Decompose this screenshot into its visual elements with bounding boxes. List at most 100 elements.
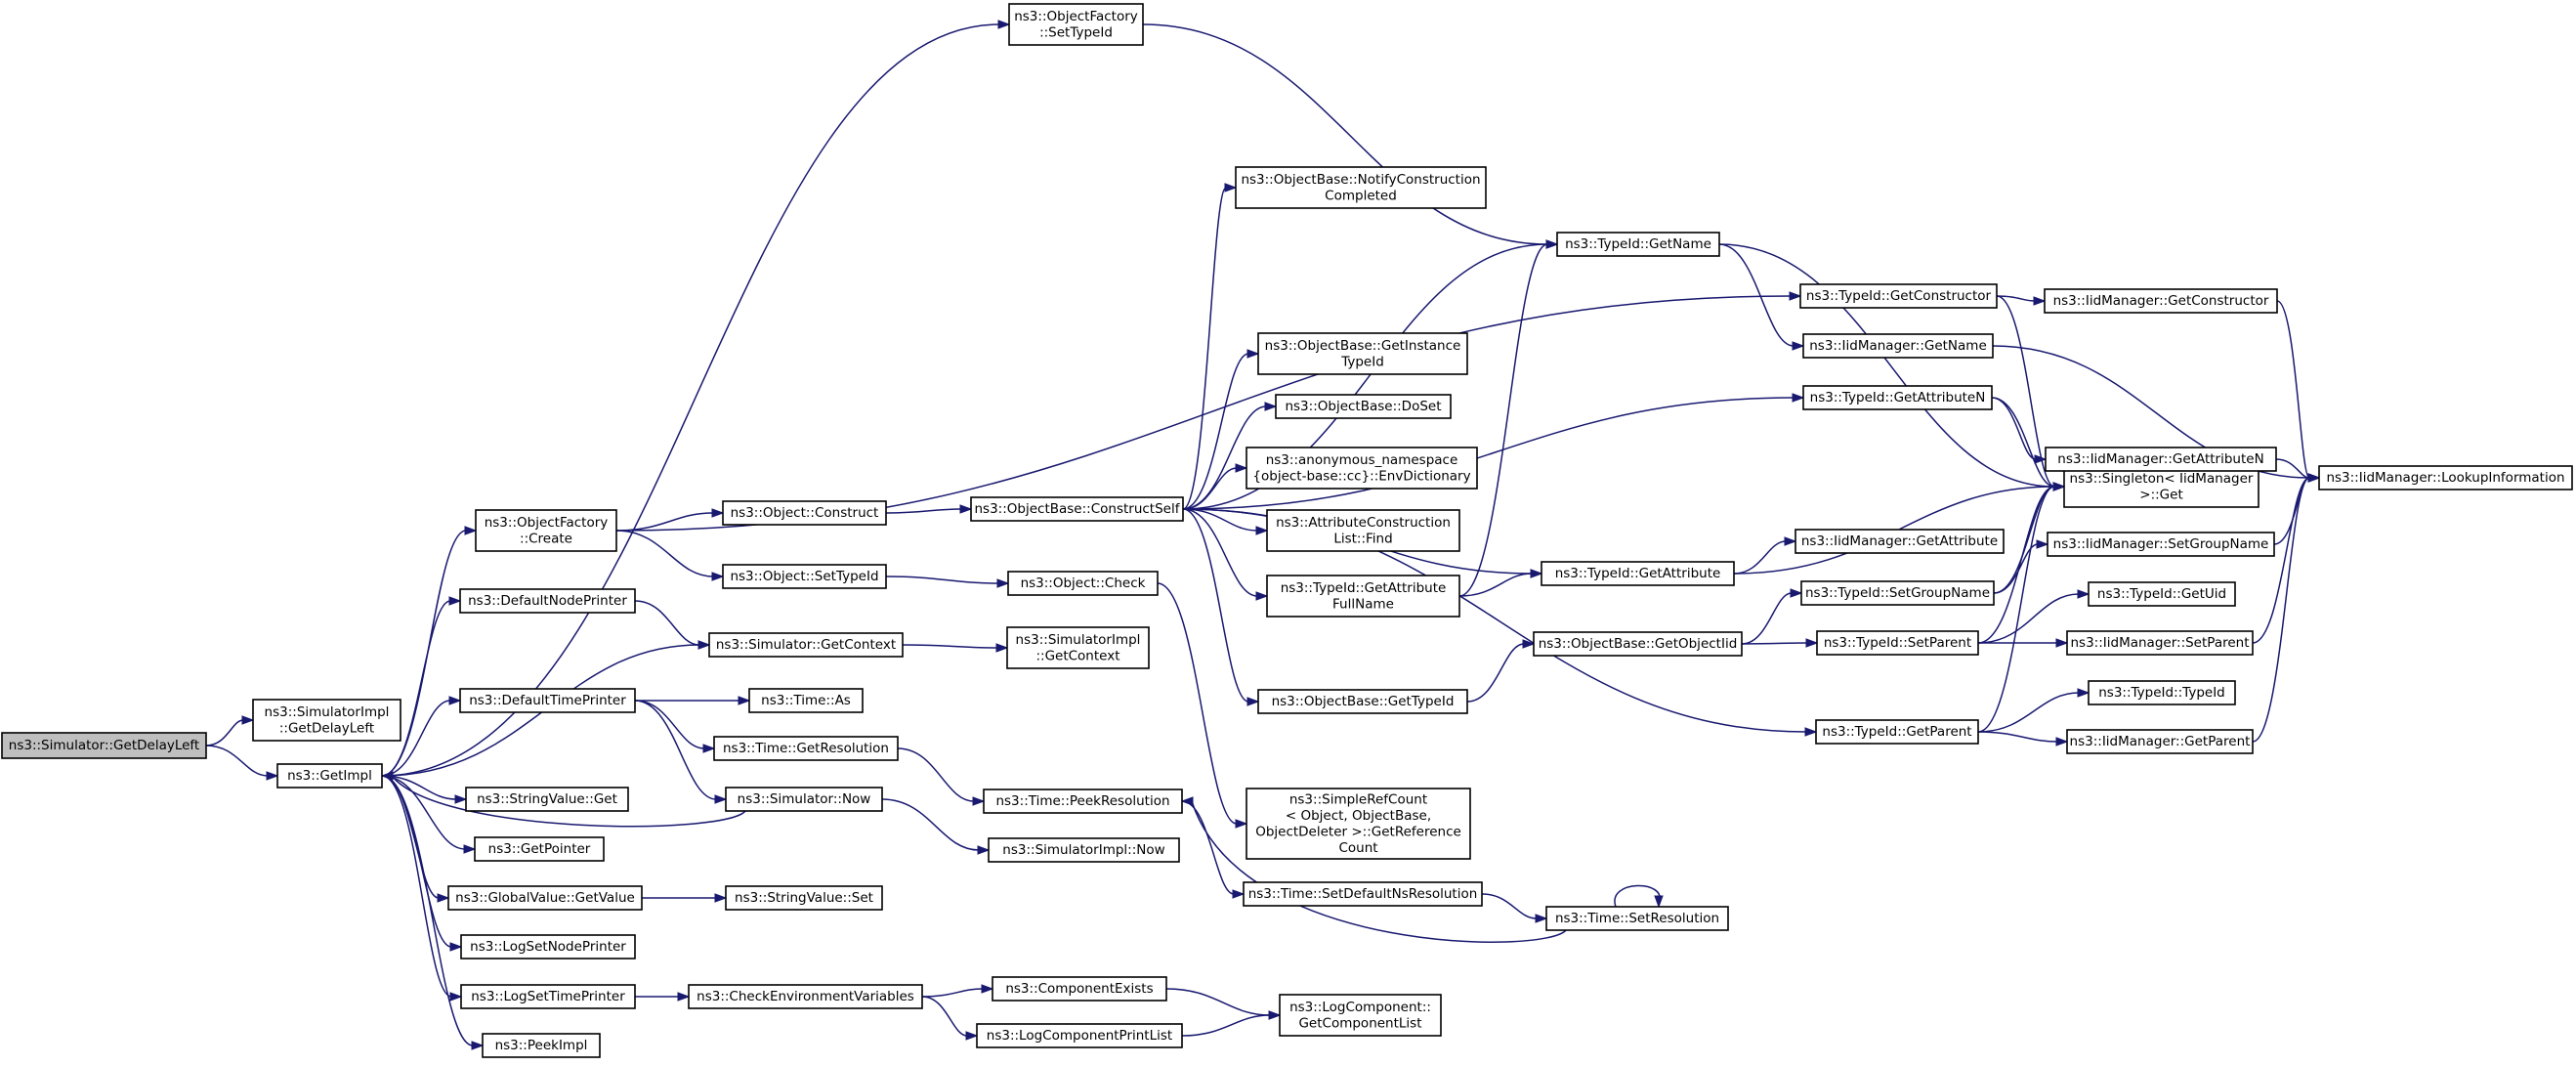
edge-getdelayleft-to-simimpl-getdelayleft [205,719,244,746]
edge-getimpl-to-stringvalue-get-arrow [454,794,468,804]
node-of-create[interactable]: ns3::ObjectFactory::Create [475,509,617,552]
node-simimpl-getcontext[interactable]: ns3::SimulatorImpl::GetContext [1006,626,1150,669]
edge-ob-getobjectiid-to-typeid-setparent [1741,642,1808,645]
node-getdelayleft[interactable]: ns3::Simulator::GetDelayLeft [1,732,207,759]
node-simimpl-now[interactable]: ns3::SimulatorImpl::Now [988,837,1180,863]
edge-ob-constructself-to-typeid-getname [1182,243,1548,510]
node-stringvalue-set[interactable]: ns3::StringValue::Set [725,885,883,911]
edge-getimpl-to-logsettimeprinter [381,775,452,998]
node-getimpl[interactable]: ns3::GetImpl [276,763,383,789]
node-iidmanager-setparent[interactable]: ns3::IidManager::SetParent [2066,630,2254,656]
node-iidmanager-getparent[interactable]: ns3::IidManager::GetParent [2066,729,2254,754]
node-label: ns3::ObjectBase::ConstructSelf [975,501,1181,517]
node-box [447,885,643,911]
edge-simulator-now-to-getimpl-arrow [380,771,394,781]
node-iidmanager-getattribute[interactable]: ns3::IidManager::GetAttribute [1795,529,2005,554]
node-defaulttimeprinter[interactable]: ns3::DefaultTimePrinter [459,688,636,713]
node-simimpl-getdelayleft[interactable]: ns3::SimulatorImpl::GetDelayLeft [252,699,401,742]
edge-ob-constructself-to-ob-getinstancetypeid-arrow [1246,349,1260,359]
node-logsettimeprinter[interactable]: ns3::LogSetTimePrinter [460,984,636,1009]
node-box [713,736,899,761]
node-envdictionary[interactable]: ns3::anonymous_namespace{object-base::cc… [1246,447,1478,490]
node-simplerefcount[interactable]: ns3::SimpleRefCount< Object, ObjectBase,… [1246,788,1471,860]
node-simulator-now[interactable]: ns3::Simulator::Now [725,787,883,812]
node-label: ns3::Singleton< IidManager [2070,471,2254,487]
node-box [2045,447,2277,472]
node-defaultnodeprinter[interactable]: ns3::DefaultNodePrinter [459,588,636,614]
edge-of-create-to-object-settypeid [615,530,714,577]
node-box [988,837,1180,863]
node-box [1275,394,1452,419]
node-typeid-getattributen[interactable]: ns3::TypeId::GetAttributeN [1802,385,1993,410]
edge-time-setdefaultnsresolution-to-time-setresolution-arrow [1535,914,1548,923]
node-box [688,984,923,1009]
edge-defaulttimeprinter-to-time-getresolution-arrow [702,744,716,753]
node-iidmanager-getattributen[interactable]: ns3::IidManager::GetAttributeN [2045,447,2277,472]
node-iidmanager-setgroupname[interactable]: ns3::IidManager::SetGroupName [2047,532,2275,557]
node-typeid-getattribute[interactable]: ns3::TypeId::GetAttribute [1541,561,1735,586]
node-time-getresolution[interactable]: ns3::Time::GetResolution [713,736,899,761]
edge-of-create-to-typeid-getconstructor-arrow [1789,291,1802,301]
node-object-check[interactable]: ns3::Object::Check [1007,571,1159,596]
node-typeid-setparent[interactable]: ns3::TypeId::SetParent [1816,630,1979,656]
node-of-settypeid[interactable]: ns3::ObjectFactory::SetTypeId [1008,3,1144,46]
node-checkenvvars[interactable]: ns3::CheckEnvironmentVariables [688,984,923,1009]
node-ob-constructself[interactable]: ns3::ObjectBase::ConstructSelf [970,496,1184,522]
node-iidmanager-getconstructor[interactable]: ns3::IidManager::GetConstructor [2044,288,2278,314]
node-typeid-getparent[interactable]: ns3::TypeId::GetParent [1815,719,1979,745]
node-typeid-getuid[interactable]: ns3::TypeId::GetUid [2088,581,2236,607]
node-ob-gettypeid[interactable]: ns3::ObjectBase::GetTypeId [1257,689,1468,714]
node-box [708,632,904,658]
node-label: TypeId [1340,354,1384,369]
node-box [2047,532,2275,557]
function-nodes: ns3::Simulator::GetDelayLeftns3::Simulat… [1,3,2573,1058]
node-iidmanager-getname[interactable]: ns3::IidManager::GetName [1802,333,1994,359]
node-label: ::Create [520,531,572,546]
node-ob-getobjectiid[interactable]: ns3::ObjectBase::GetObjectIid [1533,631,1743,657]
node-object-settypeid[interactable]: ns3::Object::SetTypeId [722,564,887,589]
node-iidmanager-lookupinformation[interactable]: ns3::IidManager::LookupInformation [2318,465,2573,490]
node-peekimpl[interactable]: ns3::PeekImpl [482,1033,601,1058]
node-globalvalue-getvalue[interactable]: ns3::GlobalValue::GetValue [447,885,643,911]
edge-time-peekresolution-to-time-setdefaultnsresolution [1181,800,1235,895]
edge-of-settypeid-to-typeid-getname [1142,23,1548,245]
node-time-setdefaultnsresolution[interactable]: ns3::Time::SetDefaultNsResolution [1243,881,1483,907]
node-time-peekresolution[interactable]: ns3::Time::PeekResolution [983,789,1183,814]
node-stringvalue-get[interactable]: ns3::StringValue::Get [465,787,629,812]
edge-ob-constructself-to-ob-gettypeid [1182,508,1249,703]
node-object-construct[interactable]: ns3::Object::Construct [722,500,887,526]
node-singleton-get[interactable]: ns3::Singleton< IidManager>::Get [2063,465,2259,508]
node-componentexists[interactable]: ns3::ComponentExists [992,976,1167,1002]
node-typeid-getconstructor[interactable]: ns3::TypeId::GetConstructor [1799,283,1998,309]
node-box [992,976,1167,1002]
node-time-setresolution[interactable]: ns3::Time::SetResolution [1545,906,1729,931]
edge-time-setresolution-to-time-setresolution [1614,884,1661,908]
node-ob-doset[interactable]: ns3::ObjectBase::DoSet [1275,394,1452,419]
edge-ob-constructself-to-typeid-getattributefullname [1182,508,1258,597]
node-label: Count [1338,840,1377,856]
node-label: ::GetContext [1035,648,1119,663]
node-typeid-setgroupname[interactable]: ns3::TypeId::SetGroupName [1800,580,1995,606]
node-typeid-getname[interactable]: ns3::TypeId::GetName [1556,232,1720,257]
edge-iidmanager-getattributen-to-iidmanager-lookupinformation [2275,458,2310,479]
node-label: ns3::GlobalValue::GetValue [455,890,635,906]
node-ob-notifyconstruction[interactable]: ns3::ObjectBase::NotifyConstructionCompl… [1235,166,1487,209]
node-typeid-typeid[interactable]: ns3::TypeId::TypeId [2088,680,2236,705]
node-label: ns3::SimpleRefCount [1289,791,1427,807]
node-logcomponent-getcomponentlist[interactable]: ns3::LogComponent::GetComponentList [1279,994,1442,1037]
edge-ob-constructself-to-envdictionary [1182,467,1238,510]
node-time-as[interactable]: ns3::Time::As [748,688,864,713]
node-simulator-getcontext[interactable]: ns3::Simulator::GetContext [708,632,904,658]
node-getpointer[interactable]: ns3::GetPointer [474,836,605,862]
node-box [1800,580,1995,606]
node-logsetnodeprinter[interactable]: ns3::LogSetNodePrinter [460,934,636,959]
node-logcomponentprintlist[interactable]: ns3::LogComponentPrintList [976,1023,1183,1048]
edge-defaultnodeprinter-to-simulator-getcontext [634,600,700,646]
node-label: ns3::anonymous_namespace [1266,452,1458,468]
node-label: ::SetTypeId [1039,24,1113,40]
edge-ob-constructself-to-ob-notifyconstruction-arrow [1224,183,1238,192]
